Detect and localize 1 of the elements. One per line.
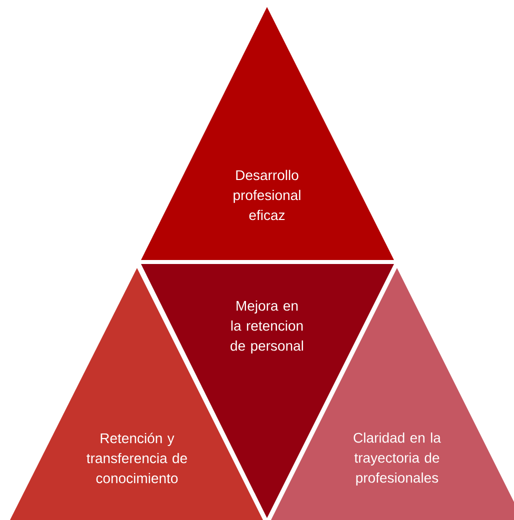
- triangle-segment: Desarrollo profesional eficaz: [141, 7, 394, 260]
